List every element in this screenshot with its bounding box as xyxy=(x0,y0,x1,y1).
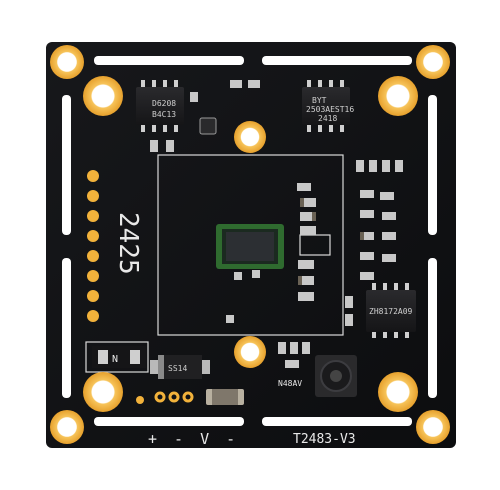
passive-components xyxy=(150,80,403,405)
edge-slots xyxy=(62,56,437,426)
power-pin-labels: + - V - xyxy=(148,430,239,448)
svg-text:B4C13: B4C13 xyxy=(152,110,176,119)
svg-text:2503AEST16: 2503AEST16 xyxy=(306,105,354,114)
image-sensor xyxy=(216,224,284,269)
smd-component-left: N xyxy=(92,346,146,368)
chip-top-right: BYT 2503AEST16 2418 xyxy=(302,80,354,132)
svg-text:SS14: SS14 xyxy=(168,364,187,373)
svg-text:ZH8172A09: ZH8172A09 xyxy=(369,307,413,316)
svg-text:2418: 2418 xyxy=(318,114,337,123)
svg-text:N: N xyxy=(112,354,118,365)
mounting-pads xyxy=(50,45,450,444)
inductor xyxy=(315,355,357,397)
chip-right: ZH8172A09 xyxy=(366,283,416,338)
svg-text:BYT: BYT xyxy=(312,96,327,105)
bottom-pins xyxy=(154,391,194,403)
svg-text:D6208: D6208 xyxy=(152,99,176,108)
board-id-label: T2483-V3 xyxy=(293,432,356,447)
chip-top-left: D6208 B4C13 xyxy=(136,80,184,132)
test-pads xyxy=(87,170,99,322)
diode-ss14: SS14 xyxy=(150,355,210,379)
inductor-marking: N48AV xyxy=(278,379,302,388)
silkscreen-outlines xyxy=(85,154,344,373)
lens-mount-marking: 2425 xyxy=(113,212,143,275)
small-pad xyxy=(136,396,144,404)
